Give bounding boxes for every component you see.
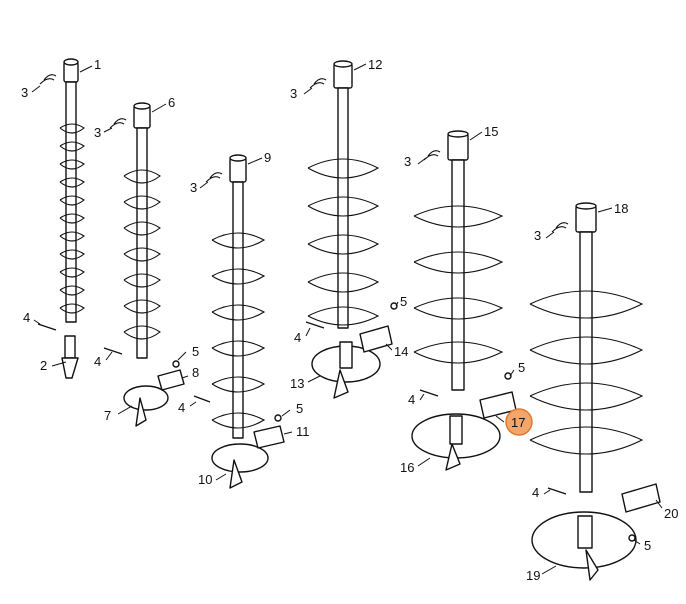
callout-15[interactable]: 15 (484, 124, 498, 139)
callout-18[interactable]: 18 (614, 201, 628, 216)
callout-5a[interactable]: 5 (192, 344, 199, 359)
callout-3e[interactable]: 3 (404, 154, 411, 169)
callout-5c[interactable]: 5 (400, 294, 407, 309)
bolt-4a[interactable] (37, 323, 57, 331)
screw-5c[interactable] (390, 302, 398, 310)
callout-5b[interactable]: 5 (296, 401, 303, 416)
callout-3a[interactable]: 3 (21, 85, 28, 100)
callout-13[interactable]: 13 (290, 376, 304, 391)
callout-4f[interactable]: 4 (532, 485, 539, 500)
auger-9[interactable] (211, 154, 266, 439)
callout-7[interactable]: 7 (104, 408, 111, 423)
callout-19[interactable]: 19 (526, 568, 540, 583)
callout-5d[interactable]: 5 (518, 360, 525, 375)
callout-labels: 1 2 3 4 6 3 4 5 8 7 9 3 4 5 11 10 12 3 4… (21, 57, 678, 583)
pin-3b[interactable] (109, 118, 127, 129)
callout-4b[interactable]: 4 (94, 354, 101, 369)
blade-11[interactable] (253, 425, 285, 449)
callout-3b[interactable]: 3 (94, 125, 101, 140)
bolt-4f[interactable] (547, 487, 567, 495)
blade-8[interactable] (157, 369, 185, 391)
cutter-plate-16[interactable] (411, 413, 501, 471)
callout-3c[interactable]: 3 (190, 180, 197, 195)
blade-14[interactable] (359, 325, 393, 353)
screw-5a[interactable] (172, 360, 180, 368)
pilot-bit-2[interactable] (61, 335, 79, 379)
callout-3d[interactable]: 3 (290, 86, 297, 101)
screw-5e[interactable] (628, 534, 636, 542)
callout-16[interactable]: 16 (400, 460, 414, 475)
callout-12[interactable]: 12 (368, 57, 382, 72)
leader-lines (31, 63, 663, 575)
pin-3c[interactable] (205, 172, 223, 183)
pin-3d[interactable] (309, 78, 327, 89)
pin-3f[interactable] (551, 222, 569, 233)
callout-8[interactable]: 8 (192, 365, 199, 380)
callout-1[interactable]: 1 (94, 57, 101, 72)
callout-4d[interactable]: 4 (294, 330, 301, 345)
callout-4e[interactable]: 4 (408, 392, 415, 407)
auger-12[interactable] (307, 60, 380, 329)
auger-1[interactable] (59, 58, 85, 323)
cutter-plate-13[interactable] (311, 341, 381, 399)
callout-6[interactable]: 6 (168, 95, 175, 110)
callout-4a[interactable]: 4 (23, 310, 30, 325)
callout-4c[interactable]: 4 (178, 400, 185, 415)
callout-10[interactable]: 10 (198, 472, 212, 487)
callout-17[interactable]: 17 (511, 415, 525, 430)
auger-6[interactable] (123, 102, 161, 359)
cutter-plate-10[interactable] (211, 443, 269, 489)
callout-5e[interactable]: 5 (644, 538, 651, 553)
bolt-4d[interactable] (305, 321, 325, 329)
callout-11[interactable]: 11 (296, 424, 310, 439)
callout-3f[interactable]: 3 (534, 228, 541, 243)
cutter-plate-19[interactable] (531, 511, 637, 581)
screw-5d[interactable] (504, 372, 512, 380)
callout-14[interactable]: 14 (394, 344, 408, 359)
callout-20[interactable]: 20 (664, 506, 678, 521)
auger-18[interactable] (529, 202, 644, 493)
callout-17-highlight[interactable] (505, 408, 533, 436)
callout-2[interactable]: 2 (40, 358, 47, 373)
pin-3a[interactable] (39, 74, 57, 85)
callout-9[interactable]: 9 (264, 150, 271, 165)
cutter-plate-7[interactable] (123, 385, 169, 427)
pin-3e[interactable] (423, 150, 441, 161)
bolt-4c[interactable] (193, 395, 211, 403)
bolt-4e[interactable] (419, 389, 439, 397)
blade-20[interactable] (621, 483, 661, 513)
auger-15[interactable] (413, 130, 504, 391)
bolt-4b[interactable] (103, 347, 123, 355)
screw-5b[interactable] (274, 414, 282, 422)
